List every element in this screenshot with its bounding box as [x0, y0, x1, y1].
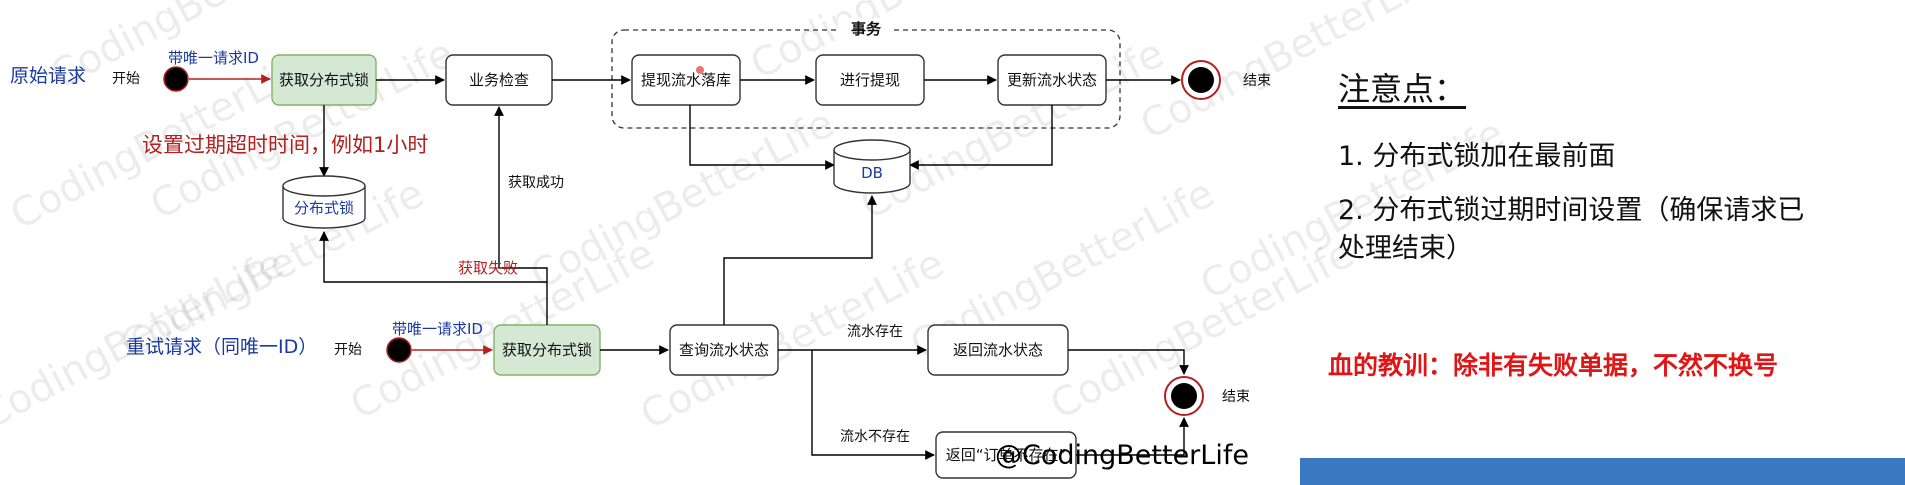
edge-withdraw-flow-to-db — [689, 105, 835, 170]
edge-lock-bottom-to-check — [494, 106, 548, 325]
end-label-top: 结束 — [1243, 73, 1271, 89]
note-item: 2. 分布式锁过期时间设置（确保请求已处理结束） — [1338, 195, 1805, 264]
start-label-bottom: 开始 — [334, 342, 362, 358]
watermark: CodingBetterLife — [523, 100, 841, 298]
edge-update-to-db — [909, 105, 1053, 170]
node-acquire-lock-bottom-label: 获取分布式锁 — [502, 341, 592, 359]
node-update-flow-label: 更新流水状态 — [1007, 71, 1097, 89]
node-return-flow-label: 返回流水状态 — [953, 341, 1043, 359]
edge-query-to-db — [723, 195, 877, 325]
edge-label-get-success: 获取成功 — [508, 175, 564, 191]
edge-label-flow-exists: 流水存在 — [847, 324, 903, 340]
edge-query-to-return-order — [811, 350, 935, 460]
start-node-top — [163, 66, 189, 92]
db-lock-label: 分布式锁 — [294, 199, 354, 217]
node-query-flow-label: 查询流水状态 — [679, 341, 769, 359]
transaction-label: 事务 — [851, 20, 882, 38]
transaction-label-bg — [838, 18, 894, 40]
end-label-bottom: 结束 — [1222, 389, 1250, 405]
start-label-top: 开始 — [112, 71, 140, 87]
edge-label-get-fail: 获取失败 — [458, 259, 518, 277]
edge-return-order-to-end — [1076, 417, 1189, 456]
note-item: 1. 分布式锁加在最前面 — [1338, 141, 1616, 172]
edge-label-flow-not-exists: 流水不存在 — [840, 429, 910, 445]
db-main — [833, 139, 911, 194]
node-withdraw-flow-label: 提现流水落库 — [641, 71, 731, 89]
db-main-label: DB — [861, 164, 883, 182]
lane-retry-label: 重试请求（同唯一ID） — [126, 336, 317, 358]
edge-label-unique-id-bottom: 带唯一请求ID — [392, 320, 483, 338]
lesson-text: 血的教训：除非有失败单据，不然不换号 — [1328, 351, 1779, 380]
node-acquire-lock-top-label: 获取分布式锁 — [279, 71, 369, 89]
notes-panel: 注意点： 1. 分布式锁加在最前面 2. 分布式锁过期时间设置（确保请求已处理结… — [1338, 64, 1898, 284]
start-node-bottom — [386, 337, 412, 363]
node-biz-check-label: 业务检查 — [469, 71, 529, 89]
blue-bar — [1300, 458, 1905, 485]
lane-original-label: 原始请求 — [10, 65, 86, 87]
edge-lock-bottom-to-lockdb — [319, 231, 547, 283]
notes-title: 注意点： — [1338, 70, 1467, 108]
db-lock — [282, 175, 366, 229]
cursor-dot-icon — [696, 66, 704, 74]
node-do-withdraw-label: 进行提现 — [840, 71, 900, 89]
end-node-bottom-core — [1171, 383, 1197, 409]
edge-label-unique-id-top: 带唯一请求ID — [168, 49, 259, 67]
edge-return-flow-to-end — [1068, 349, 1189, 375]
transaction-group — [611, 29, 1121, 129]
edge-label-expire: 设置过期超时时间，例如1小时 — [142, 133, 428, 157]
credit-watermark: @CodingBetterLife — [995, 440, 1249, 471]
end-node-top-core — [1188, 67, 1214, 93]
node-return-order-label: 返回“订单不存在” — [946, 446, 1067, 464]
